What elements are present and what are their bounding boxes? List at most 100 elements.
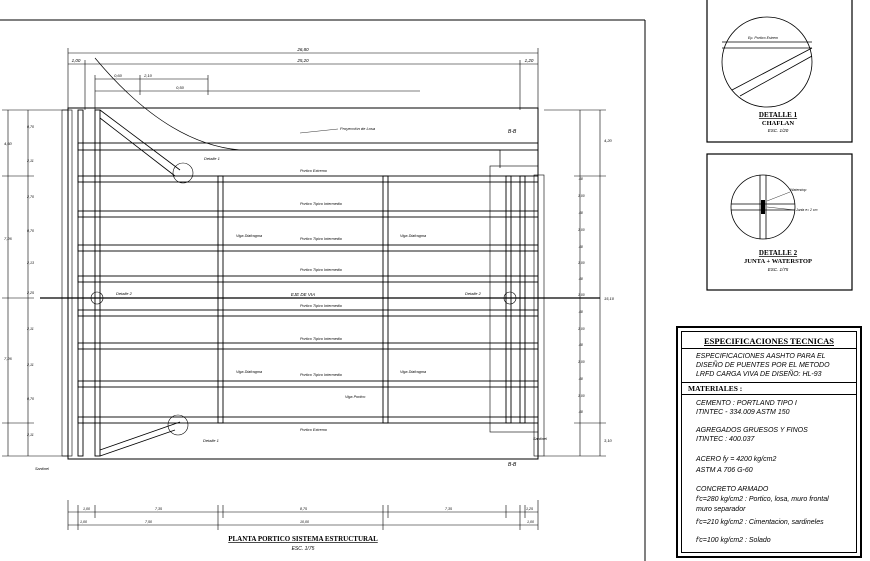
svg-text:.48: .48: [578, 377, 583, 381]
dim-sub2: 2,10: [143, 73, 153, 78]
svg-text:0,70: 0,70: [27, 125, 34, 129]
specs-intro-3: LRFD CARGA VIVA DE DISEÑO: HL-93: [696, 371, 822, 378]
svg-text:Portico Tipico Intermedio: Portico Tipico Intermedio: [300, 304, 342, 308]
label-axis: EJE DE VIA: [291, 292, 315, 297]
svg-text:Portico Extremo: Portico Extremo: [300, 428, 327, 432]
plan-view: 26,80 25,20 1,00 1,20 0,60 2,10 0,50 Pro…: [2, 47, 615, 552]
svg-text:2,11: 2,11: [26, 327, 34, 331]
svg-text:2,11: 2,11: [26, 433, 34, 437]
plan-scale: ESC. 1/75: [292, 546, 315, 552]
svg-text:1,00: 1,00: [83, 507, 90, 511]
detail2-scale: ESC. 1/75: [768, 267, 789, 272]
specs-concrete-1: CONCRETO ARMADO: [696, 486, 769, 493]
svg-text:0,70: 0,70: [27, 397, 34, 401]
svg-text:.48: .48: [578, 245, 583, 249]
specs-divider-2: [682, 382, 856, 383]
svg-text:4,60: 4,60: [4, 141, 13, 146]
specs-divider-3: [682, 394, 856, 395]
detail1-callout-top: [172, 162, 194, 184]
svg-text:1,00: 1,00: [80, 520, 87, 524]
specs-title: ESPECIFICACIONES TECNICAS: [704, 336, 834, 346]
svg-text:2,25: 2,25: [26, 291, 34, 295]
left-dim-text: 4,60 7,26 7,26 0,70 2,11 2,70 0,70 2,13 …: [4, 125, 34, 437]
specs-aggregates-2: ITINTEC : 400.037: [696, 436, 755, 443]
svg-text:2,70: 2,70: [26, 195, 34, 199]
specifications-inner-frame: ESPECIFICACIONES TECNICAS ESPECIFICACION…: [681, 331, 857, 553]
svg-text:Portico Tipico Intermedio: Portico Tipico Intermedio: [300, 373, 342, 377]
specs-concrete-4: f'c=210 kg/cm2 : Cimentacion, sardineles: [696, 519, 824, 526]
svg-text:0,70: 0,70: [27, 229, 34, 233]
label-slab-projection: Proyección de Losa: [340, 126, 376, 131]
bottom-dimensions: [67, 500, 539, 530]
svg-text:1,00: 1,00: [578, 394, 585, 398]
svg-text:.48: .48: [578, 310, 583, 314]
svg-text:7,26: 7,26: [4, 356, 13, 361]
svg-text:2,11: 2,11: [26, 159, 34, 163]
bottom-dim-text: 1,00 7,35 8,75 7,35 1,25 1,00 7,50 10,00…: [80, 507, 534, 524]
svg-text:.48: .48: [578, 211, 583, 215]
specs-cement-2: ITINTEC - 334.009 ASTM 150: [696, 409, 790, 416]
detail1-label: Ep. Portico Estrem: [748, 36, 778, 40]
detail1-callout-bottom: [167, 414, 189, 436]
dim-left: 1,00: [72, 58, 81, 63]
dim-total: 26,80: [296, 47, 309, 52]
svg-text:7,35: 7,35: [155, 507, 162, 511]
svg-text:B-B: B-B: [508, 129, 517, 135]
svg-text:1,00: 1,00: [578, 261, 585, 265]
svg-text:1,00: 1,00: [578, 360, 585, 364]
specs-steel-2: ASTM A 706 G-60: [696, 467, 753, 474]
svg-text:Portico Tipico Intermedio: Portico Tipico Intermedio: [300, 202, 342, 206]
detail1-title: DETALLE 1: [759, 111, 798, 119]
top-dimensions: [67, 48, 539, 110]
svg-text:1,00: 1,00: [578, 194, 585, 198]
detail2-subtitle: JUNTA + WATERSTOP: [744, 258, 812, 265]
svg-text:Viga Diafragma: Viga Diafragma: [400, 370, 426, 374]
specs-intro-1: ESPECIFICACIONES AASHTO PARA EL: [696, 353, 826, 360]
svg-text:Portico Tipico Intermedio: Portico Tipico Intermedio: [300, 337, 342, 341]
dim-sub1: 0,60: [114, 73, 123, 78]
slab-outline: [67, 107, 539, 460]
svg-text:.48: .48: [578, 177, 583, 181]
svg-text:8,75: 8,75: [300, 507, 307, 511]
label-detail1-bottom: Detalle 1: [203, 438, 219, 443]
left-dimensions: [2, 109, 68, 457]
svg-text:Portico Tipico Intermedio: Portico Tipico Intermedio: [300, 237, 342, 241]
detail1-subtitle: CHAFLAN: [762, 120, 794, 127]
svg-text:1,00: 1,00: [578, 228, 585, 232]
right-dim-text: 4,20 15,10 3,10 .48 1,00 .48 1,00 .48 1,…: [578, 138, 615, 443]
detail-2: Waterstop Junta e= 2 cm DETALLE 2 JUNTA …: [706, 153, 853, 291]
specs-concrete-2: f'c=280 kg/cm2 : Portico, losa, muro fro…: [696, 496, 829, 503]
specs-aggregates-1: AGREGADOS GRUESOS Y FINOS: [696, 427, 808, 434]
svg-text:2,11: 2,11: [26, 363, 34, 367]
detail-1: Ep. Portico Estrem DETALLE 1 CHAFLAN ESC…: [706, 0, 853, 143]
label-detail2-right: Detalle 2: [465, 291, 482, 296]
specs-concrete-5: f'c=100 kg/cm2 : Solado: [696, 537, 771, 544]
svg-text:Sardinel: Sardinel: [533, 437, 547, 441]
svg-text:7,26: 7,26: [4, 236, 13, 241]
svg-text:1,00: 1,00: [578, 293, 585, 297]
specs-divider-1: [682, 348, 856, 349]
svg-text:7,50: 7,50: [145, 520, 152, 524]
plan-title: PLANTA PORTICO SISTEMA ESTRUCTURAL: [228, 535, 378, 543]
svg-text:.48: .48: [578, 343, 583, 347]
specs-materials-header: MATERIALES :: [688, 384, 743, 393]
svg-text:.48: .48: [578, 277, 583, 281]
svg-text:3,10: 3,10: [604, 438, 613, 443]
svg-text:2,13: 2,13: [26, 261, 34, 265]
specs-intro-2: DISEÑO DE PUENTES POR EL METODO: [696, 362, 830, 369]
portico-beams: [77, 142, 539, 424]
svg-text:Viga Diafragma: Viga Diafragma: [236, 370, 262, 374]
specs-steel-1: ACERO fy = 4200 kg/cm2: [696, 456, 777, 463]
svg-text:15,10: 15,10: [604, 296, 615, 301]
specifications-panel: ESPECIFICACIONES TECNICAS ESPECIFICACION…: [676, 326, 862, 558]
label-detail2-left: Detalle 2: [116, 291, 133, 296]
svg-text:Portico Tipico Intermedio: Portico Tipico Intermedio: [300, 268, 342, 272]
svg-text:B-B: B-B: [508, 462, 517, 468]
dim-right: 1,20: [525, 58, 534, 63]
label-detail1-top: Detalle 1: [204, 156, 220, 161]
svg-text:Sardinel: Sardinel: [35, 467, 49, 471]
longitudinal-beams: [77, 109, 526, 457]
chamfer-beams: [99, 109, 181, 457]
svg-text:Portico Extremo: Portico Extremo: [300, 169, 327, 173]
